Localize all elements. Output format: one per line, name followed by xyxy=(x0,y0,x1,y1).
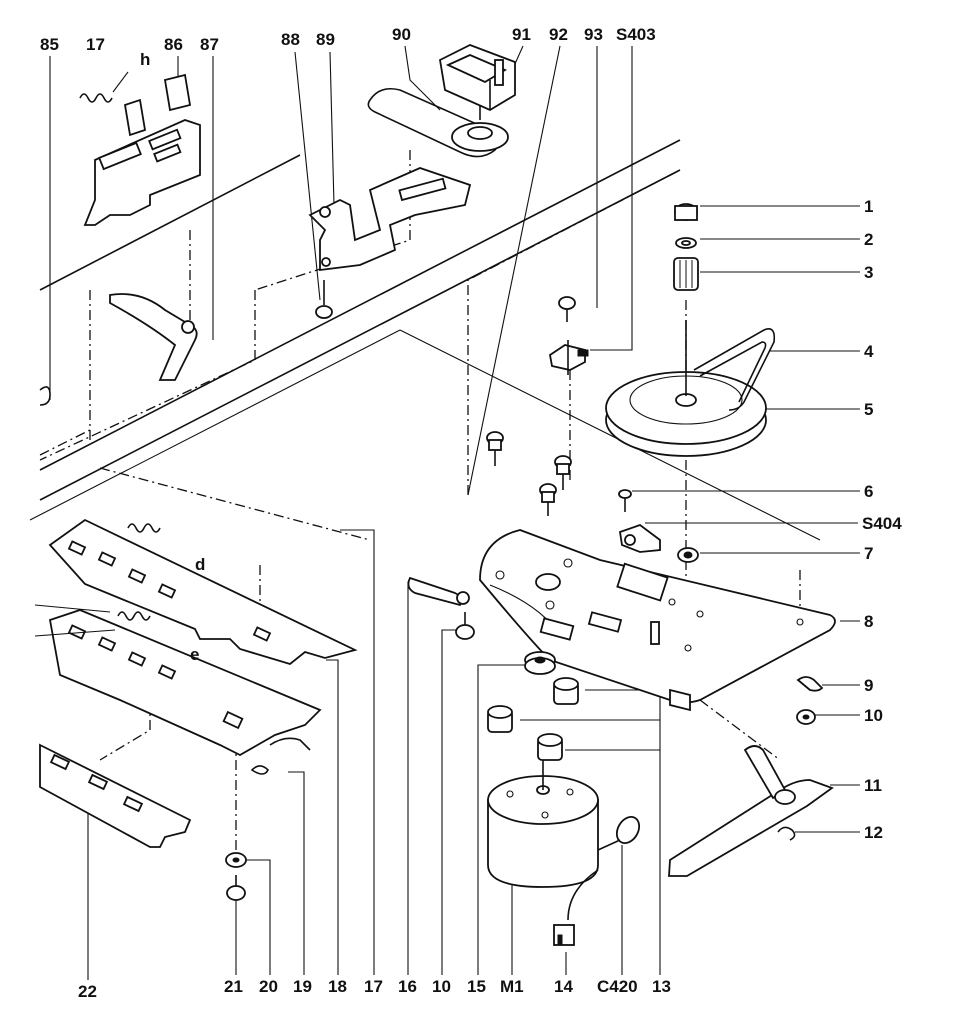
part-93-screw xyxy=(558,296,576,322)
part-90-belt xyxy=(367,87,509,158)
part-21-screw xyxy=(226,875,246,901)
callout-93: 93 xyxy=(584,25,603,44)
part-20-washer xyxy=(225,852,247,868)
callout-19: 19 xyxy=(293,977,312,996)
screw-b xyxy=(554,455,572,490)
callout-92: 92 xyxy=(549,25,568,44)
part-19-clip xyxy=(250,765,269,775)
part-86-slider: h xyxy=(79,50,201,226)
callout-17-top: 17 xyxy=(86,35,105,54)
bushing-b xyxy=(487,705,513,733)
callout-90: 90 xyxy=(392,25,411,44)
part-9-clip xyxy=(796,676,824,692)
callout-10-right: 10 xyxy=(864,706,883,725)
callout-21: 21 xyxy=(224,977,243,996)
bushing-a xyxy=(553,677,579,705)
part-S403-switch xyxy=(549,340,589,375)
callout-8: 8 xyxy=(864,612,873,631)
callout-6: 6 xyxy=(864,482,873,501)
callout-85: 85 xyxy=(40,35,59,54)
callout-16: 16 xyxy=(398,977,417,996)
part-14-connector xyxy=(553,869,599,946)
callout-C420: C420 xyxy=(597,977,638,996)
top-callouts: 85 17 86 87 88 89 90 91 92 93 S403 xyxy=(40,25,656,54)
part-91-motor xyxy=(439,44,516,112)
part-C420-capacitor xyxy=(597,815,641,851)
part-10-nut-right xyxy=(796,709,816,725)
callout-10-bottom: 10 xyxy=(432,977,451,996)
spring-letter-h: h xyxy=(140,50,150,69)
callout-88: 88 xyxy=(281,30,300,49)
callout-18: 18 xyxy=(328,977,347,996)
callout-91: 91 xyxy=(512,25,531,44)
spring-letter-e: e xyxy=(190,645,199,664)
part-12-clip xyxy=(777,826,796,841)
callout-89: 89 xyxy=(316,30,335,49)
part-85-fragment xyxy=(39,386,51,406)
callout-2: 2 xyxy=(864,230,873,249)
part-16-arm xyxy=(407,576,470,607)
callout-15: 15 xyxy=(467,977,486,996)
part-7-nut xyxy=(677,547,699,563)
right-callouts: 1 2 3 4 5 6 S404 7 8 9 10 11 12 xyxy=(862,197,902,842)
callout-11: 11 xyxy=(864,776,882,795)
part-8-chassis xyxy=(479,529,836,712)
bottom-callouts: 22 21 20 19 18 17 16 10 15 M1 14 C420 13 xyxy=(78,977,671,1001)
bushing-c xyxy=(537,733,563,761)
part-22-bar xyxy=(39,743,192,848)
screw-d xyxy=(618,489,632,512)
part-17-plate: e xyxy=(34,604,322,757)
assembly-divider-lines xyxy=(29,139,821,850)
callout-12: 12 xyxy=(864,823,883,842)
part-4-belt xyxy=(693,328,776,411)
callout-3: 3 xyxy=(864,263,873,282)
parts-1-2-3-stack xyxy=(673,203,699,291)
part-15-13-bushings xyxy=(487,651,579,761)
callout-S404: S404 xyxy=(862,514,902,533)
spring-letter-d: d xyxy=(195,555,205,574)
part-M1-motor xyxy=(487,760,599,888)
part-89-bracket xyxy=(308,167,472,272)
part-87-lever xyxy=(109,293,198,381)
part-10-nut-left xyxy=(455,612,475,640)
part-88-screw xyxy=(315,280,333,319)
screw-c xyxy=(539,483,557,516)
part-S404-switch xyxy=(618,523,661,553)
callout-87: 87 xyxy=(200,35,219,54)
part-5-flywheel xyxy=(605,320,767,457)
callout-13: 13 xyxy=(652,977,671,996)
screw-a xyxy=(486,431,504,466)
callout-M1: M1 xyxy=(500,977,524,996)
callout-1: 1 xyxy=(864,197,873,216)
callout-5: 5 xyxy=(864,400,873,419)
callout-86: 86 xyxy=(164,35,183,54)
callout-20: 20 xyxy=(259,977,278,996)
callout-14: 14 xyxy=(554,977,573,996)
part-18-plate: d xyxy=(48,518,358,665)
callout-22: 22 xyxy=(78,982,97,1001)
callout-9: 9 xyxy=(864,676,873,695)
callout-17-bottom: 17 xyxy=(364,977,383,996)
part-11-lever xyxy=(668,745,834,877)
bushing-top xyxy=(524,651,556,675)
part-6-screws xyxy=(486,431,632,516)
callout-7: 7 xyxy=(864,544,873,563)
callout-S403: S403 xyxy=(616,25,656,44)
callout-4: 4 xyxy=(864,342,874,361)
